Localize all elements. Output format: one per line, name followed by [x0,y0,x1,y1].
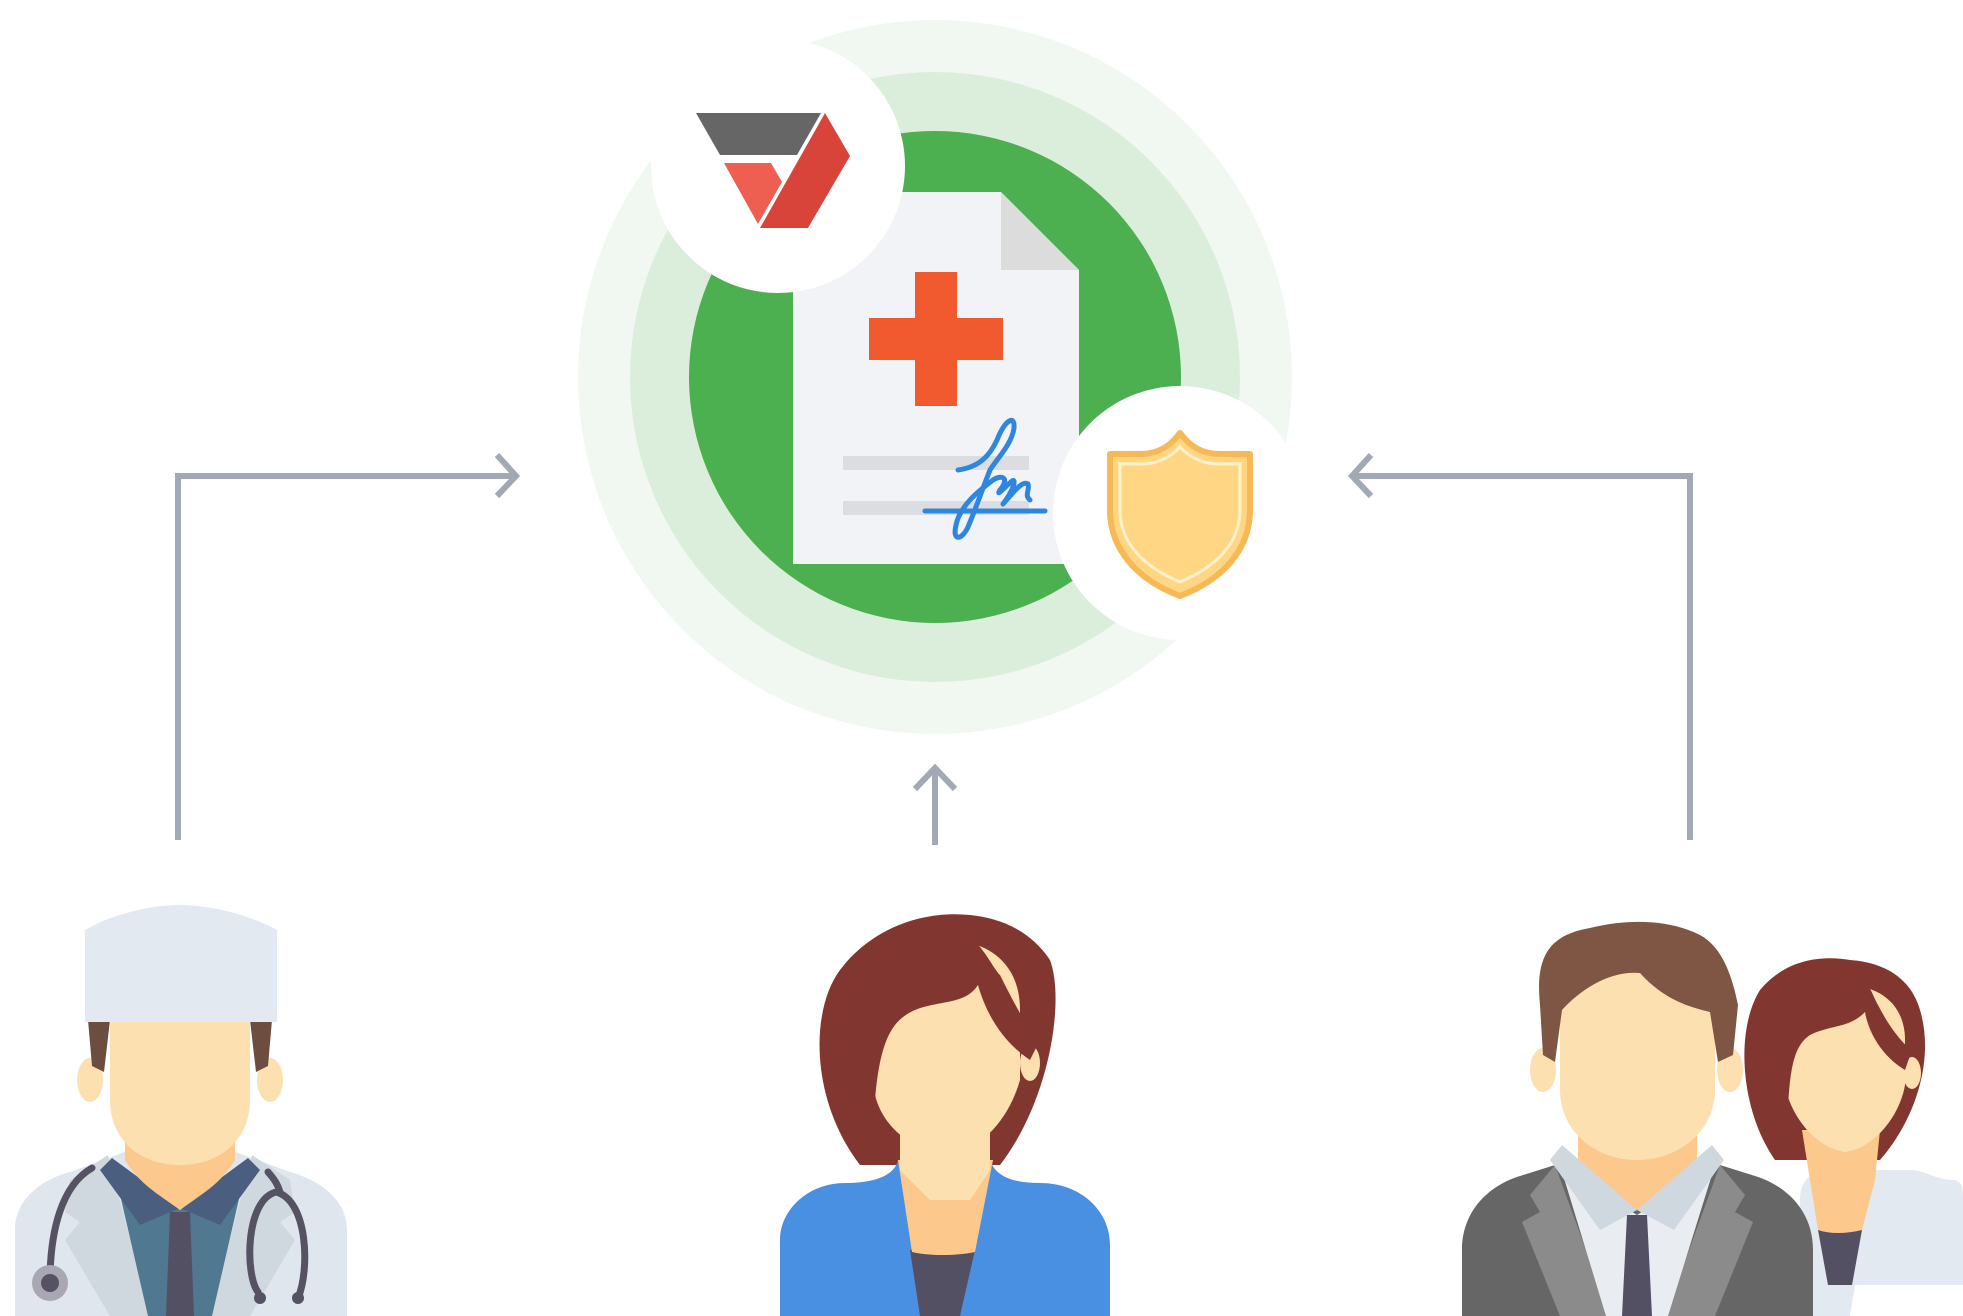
connector-doctor-to-hub [175,452,521,840]
group-man [1462,921,1813,1316]
connector-group-to-hub [1347,452,1693,840]
shield-icon [1107,430,1253,599]
group-woman [1744,958,1963,1316]
people-group-icon [1462,921,1963,1316]
signature-icon [922,417,1048,540]
arrowhead-right [494,452,521,499]
doctor-icon [15,905,347,1316]
medical-cross-icon [869,272,1003,406]
brand-logo-badge [651,39,905,293]
connector-patient-to-hub [912,763,958,845]
arrowhead-up [912,763,958,792]
arrowhead-left [1347,452,1374,499]
woman-icon [780,914,1110,1316]
shield-badge [1053,386,1307,640]
brand-logo-icon [696,113,850,228]
